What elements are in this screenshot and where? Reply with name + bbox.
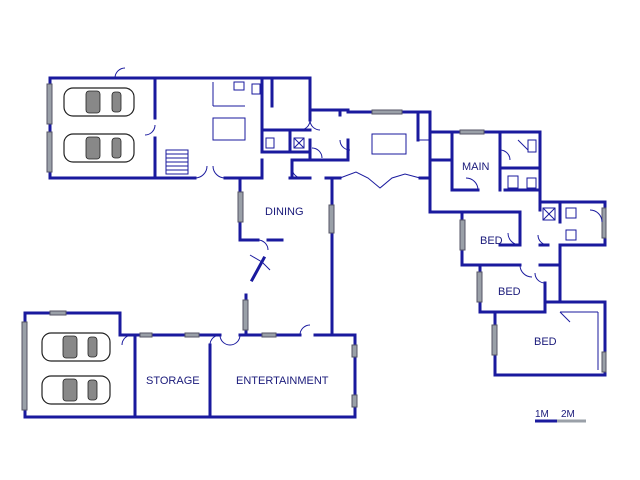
scale-label-2m: 2M: [561, 409, 575, 420]
label-bed-2: BED: [498, 286, 521, 298]
service-rooms: [246, 76, 312, 180]
staircase: [165, 149, 189, 175]
dining-room: [237, 176, 312, 271]
label-storage: STORAGE: [146, 375, 200, 387]
car-icon: [41, 332, 111, 362]
label-bed-1: BED: [480, 235, 503, 247]
bath-bed1: [428, 200, 607, 267]
scale-label-1m: 1M: [535, 409, 549, 420]
label-bed-3: BED: [534, 336, 557, 348]
kitchen-block: [144, 76, 264, 180]
bottom-garage: [21, 310, 137, 419]
label-dining: DINING: [265, 206, 304, 218]
label-entertainment: ENTERTAINMENT: [236, 375, 329, 387]
car-icon: [41, 375, 111, 405]
car-icon: [63, 87, 135, 117]
bed3: [491, 300, 607, 377]
scale-bar: 1M 2M: [535, 409, 586, 423]
living-area: [308, 108, 454, 337]
storage-entertainment: [118, 324, 358, 419]
main-suite: [428, 129, 542, 212]
corridor: [242, 255, 267, 337]
car-icon: [63, 133, 135, 163]
top-garage: [46, 67, 157, 180]
label-main: MAIN: [462, 161, 490, 173]
